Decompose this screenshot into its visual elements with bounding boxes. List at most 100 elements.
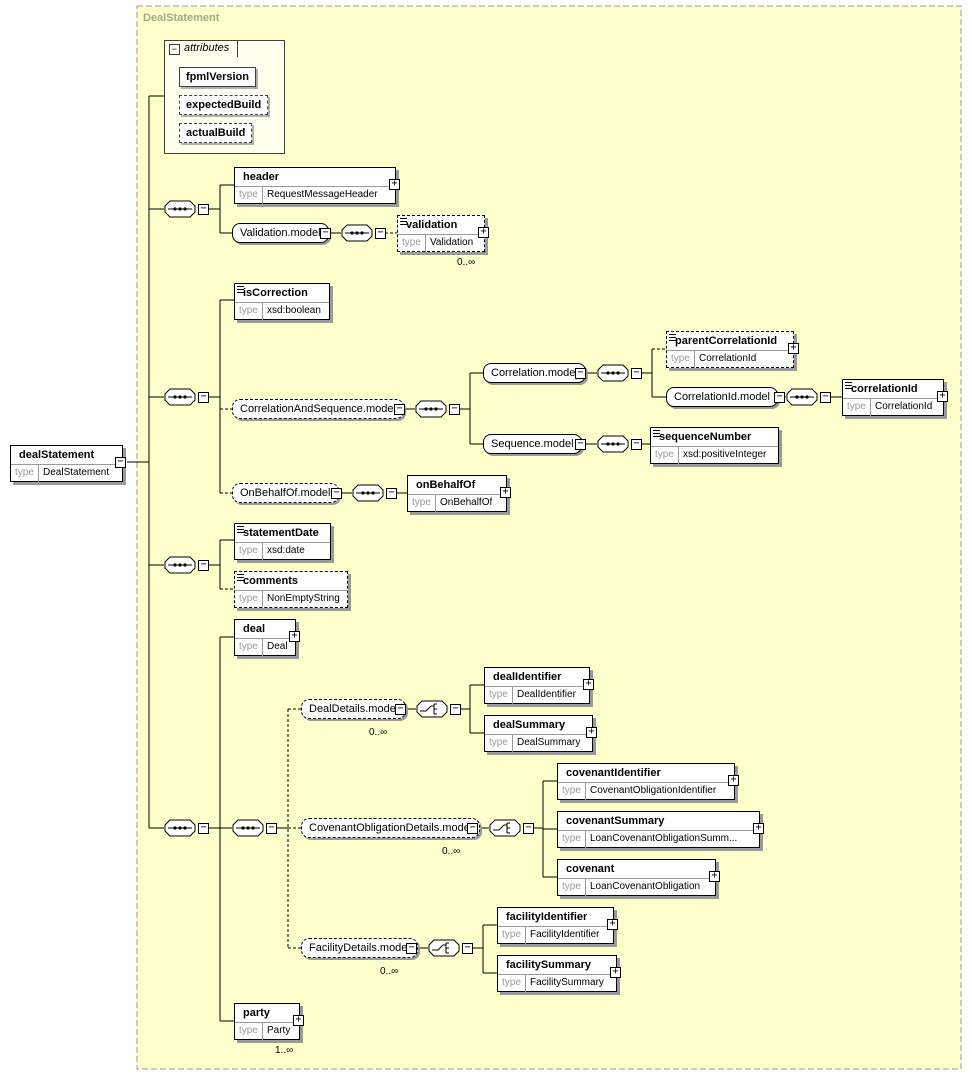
sequence-compositor-icon[interactable] [341, 224, 373, 242]
expand-icon[interactable]: + [289, 631, 300, 642]
group-correlation-id-model[interactable]: CorrelationId.model [666, 387, 778, 407]
expand-icon[interactable]: + [788, 343, 799, 354]
collapse-icon[interactable]: − [774, 392, 785, 403]
expand-icon[interactable]: + [709, 871, 720, 882]
collapse-icon[interactable]: − [575, 439, 586, 450]
collapse-icon[interactable]: − [575, 368, 586, 379]
attribute-expected-build[interactable]: expectedBuild [179, 95, 269, 115]
collapse-icon[interactable]: − [320, 228, 331, 239]
collapse-icon[interactable]: − [395, 704, 406, 715]
sequence-compositor-icon[interactable] [786, 388, 818, 406]
sequence-compositor-icon[interactable] [164, 819, 196, 837]
collapse-icon[interactable]: − [386, 488, 397, 499]
cardinality-label: 0..∞ [457, 257, 476, 268]
group-sequence-model[interactable]: Sequence.model [483, 434, 582, 454]
collapse-icon[interactable]: − [169, 44, 180, 55]
sequence-compositor-icon[interactable] [232, 819, 264, 837]
type-label: type [15, 467, 34, 478]
element-name: facilitySummary [506, 959, 591, 971]
group-validation-model[interactable]: Validation.model [232, 223, 329, 243]
type-label: type [239, 189, 258, 200]
expand-icon[interactable]: + [500, 487, 511, 498]
collapse-icon[interactable]: − [394, 404, 405, 415]
expand-icon[interactable]: + [389, 179, 400, 190]
group-facility-details-model[interactable]: FacilityDetails.model [301, 938, 418, 958]
attribute-actual-build[interactable]: actualBuild [179, 123, 253, 143]
collapse-icon[interactable]: − [198, 204, 209, 215]
collapse-icon[interactable]: − [266, 823, 277, 834]
element-type: DealStatement [43, 467, 110, 478]
group-correlation-and-sequence-model[interactable]: CorrelationAndSequence.model [232, 399, 404, 419]
element-type: NonEmptyString [267, 593, 340, 604]
type-label: type [502, 977, 521, 988]
expand-icon[interactable]: + [607, 919, 618, 930]
group-on-behalf-of-model[interactable]: OnBehalfOf.model [232, 483, 339, 503]
collapse-icon[interactable]: − [450, 704, 461, 715]
collapse-icon[interactable]: − [631, 439, 642, 450]
element-name: dealIdentifier [493, 671, 562, 683]
sequence-compositor-icon[interactable] [597, 435, 629, 453]
type-label: type [402, 237, 421, 248]
choice-compositor-icon[interactable] [416, 700, 448, 718]
collapse-icon[interactable]: − [467, 823, 478, 834]
collapse-icon[interactable]: − [198, 392, 209, 403]
sequence-compositor-icon[interactable] [352, 484, 384, 502]
expand-icon[interactable]: + [728, 775, 739, 786]
collapse-icon[interactable]: − [523, 823, 534, 834]
lines-icon [400, 218, 407, 225]
expand-icon[interactable]: + [610, 967, 621, 978]
collapse-icon[interactable]: − [115, 457, 126, 468]
sequence-compositor-icon[interactable] [415, 400, 447, 418]
group-correlation-model[interactable]: Correlation.model [483, 363, 586, 383]
group-deal-details-model[interactable]: DealDetails.model [301, 699, 407, 719]
sequence-compositor-icon[interactable] [164, 388, 196, 406]
sequence-compositor-icon[interactable] [164, 200, 196, 218]
type-label: type [655, 449, 674, 460]
group-covenant-obligation-details-model[interactable]: CovenantObligationDetails.model [301, 818, 481, 838]
sequence-compositor-icon[interactable] [597, 364, 629, 382]
expand-icon[interactable]: + [753, 823, 764, 834]
expand-icon[interactable]: + [586, 727, 597, 738]
collapse-icon[interactable]: − [449, 404, 460, 415]
expand-icon[interactable]: + [937, 391, 948, 402]
choice-compositor-icon[interactable] [428, 939, 460, 957]
collapse-icon[interactable]: − [375, 228, 386, 239]
connector-lines [127, 95, 842, 1022]
collapse-icon[interactable]: − [631, 368, 642, 379]
collapse-icon[interactable]: − [198, 560, 209, 571]
choice-compositor-icon[interactable] [489, 819, 521, 837]
collapse-icon[interactable]: − [331, 488, 342, 499]
collapse-icon[interactable]: − [462, 943, 473, 954]
collapse-icon[interactable]: − [820, 392, 831, 403]
expand-icon[interactable]: + [478, 227, 489, 238]
element-type: xsd:boolean [267, 305, 321, 316]
attribute-fpml-version[interactable]: fpmlVersion [179, 67, 256, 87]
sequence-compositor-icon[interactable] [164, 556, 196, 574]
expand-icon[interactable]: + [583, 679, 594, 690]
collapse-icon[interactable]: − [406, 943, 417, 954]
expand-icon[interactable]: + [293, 1015, 304, 1026]
type-label: type [412, 497, 431, 508]
type-label: type [847, 401, 866, 412]
collapse-icon[interactable]: − [198, 823, 209, 834]
attributes-tab[interactable]: − [164, 40, 238, 57]
